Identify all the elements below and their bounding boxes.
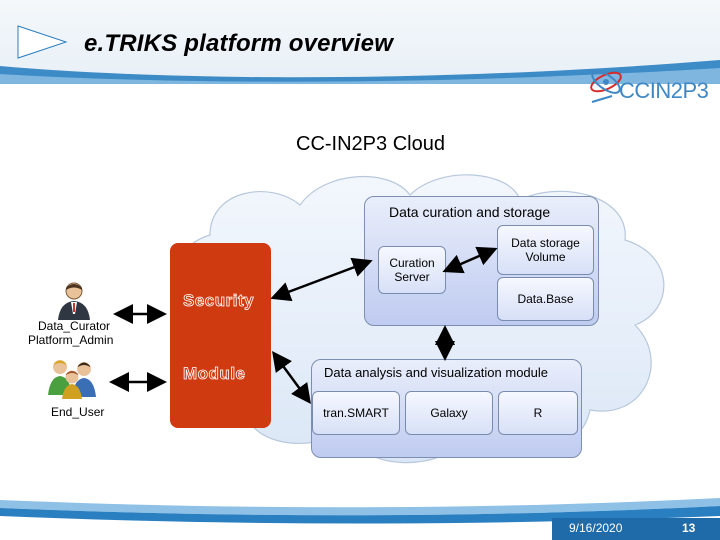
tool-box-r: R: [498, 391, 578, 435]
slide-number: 13: [682, 521, 696, 535]
tool-label: Galaxy: [430, 406, 468, 420]
security-label: Security: [183, 291, 255, 311]
tool-label: R: [533, 406, 543, 420]
footer-band: [0, 498, 720, 540]
security-module-block: [170, 243, 271, 428]
header-swoosh-decoration: [0, 25, 720, 84]
cloud-label: CC-IN2P3 Cloud: [296, 133, 445, 155]
curator-user-icon: [58, 282, 90, 320]
end-user-label: End_User: [51, 405, 105, 419]
curator-label: Data_Curator: [38, 319, 111, 333]
footer-date: 9/16/2020: [569, 521, 623, 535]
curation-server-label: Curation Server: [389, 256, 435, 284]
panel-title: Data analysis and visualization module: [324, 365, 549, 380]
curation-server-box: Curation Server: [378, 246, 446, 294]
end-user-group-icon: [48, 360, 96, 399]
ccin2p3-logo-text: CCIN2P3: [619, 78, 709, 103]
platform-admin-label: Platform_Admin: [28, 333, 114, 347]
module-label: Module: [183, 364, 246, 384]
arrow-security-curation: [270, 257, 373, 302]
tool-box-galaxy: Galaxy: [405, 391, 493, 435]
data-storage-volume-box: Data storage Volume: [497, 225, 594, 275]
arrow-curation-storage: [442, 246, 498, 274]
panel-title: Data curation and storage: [389, 204, 551, 220]
tool-box-transmart: tran.SMART: [312, 391, 400, 435]
arrow-security-analysis: [272, 350, 311, 405]
ccin2p3-logo-icon: [590, 70, 622, 103]
database-label: Data.Base: [517, 292, 574, 306]
tool-label: tran.SMART: [323, 406, 389, 420]
data-storage-volume-label: Data storage Volume: [511, 236, 580, 264]
slide-title: e.TRIKS platform overview: [84, 30, 394, 57]
slide-header: e.TRIKS platform overview: [0, 0, 720, 84]
database-box: Data.Base: [497, 277, 594, 321]
